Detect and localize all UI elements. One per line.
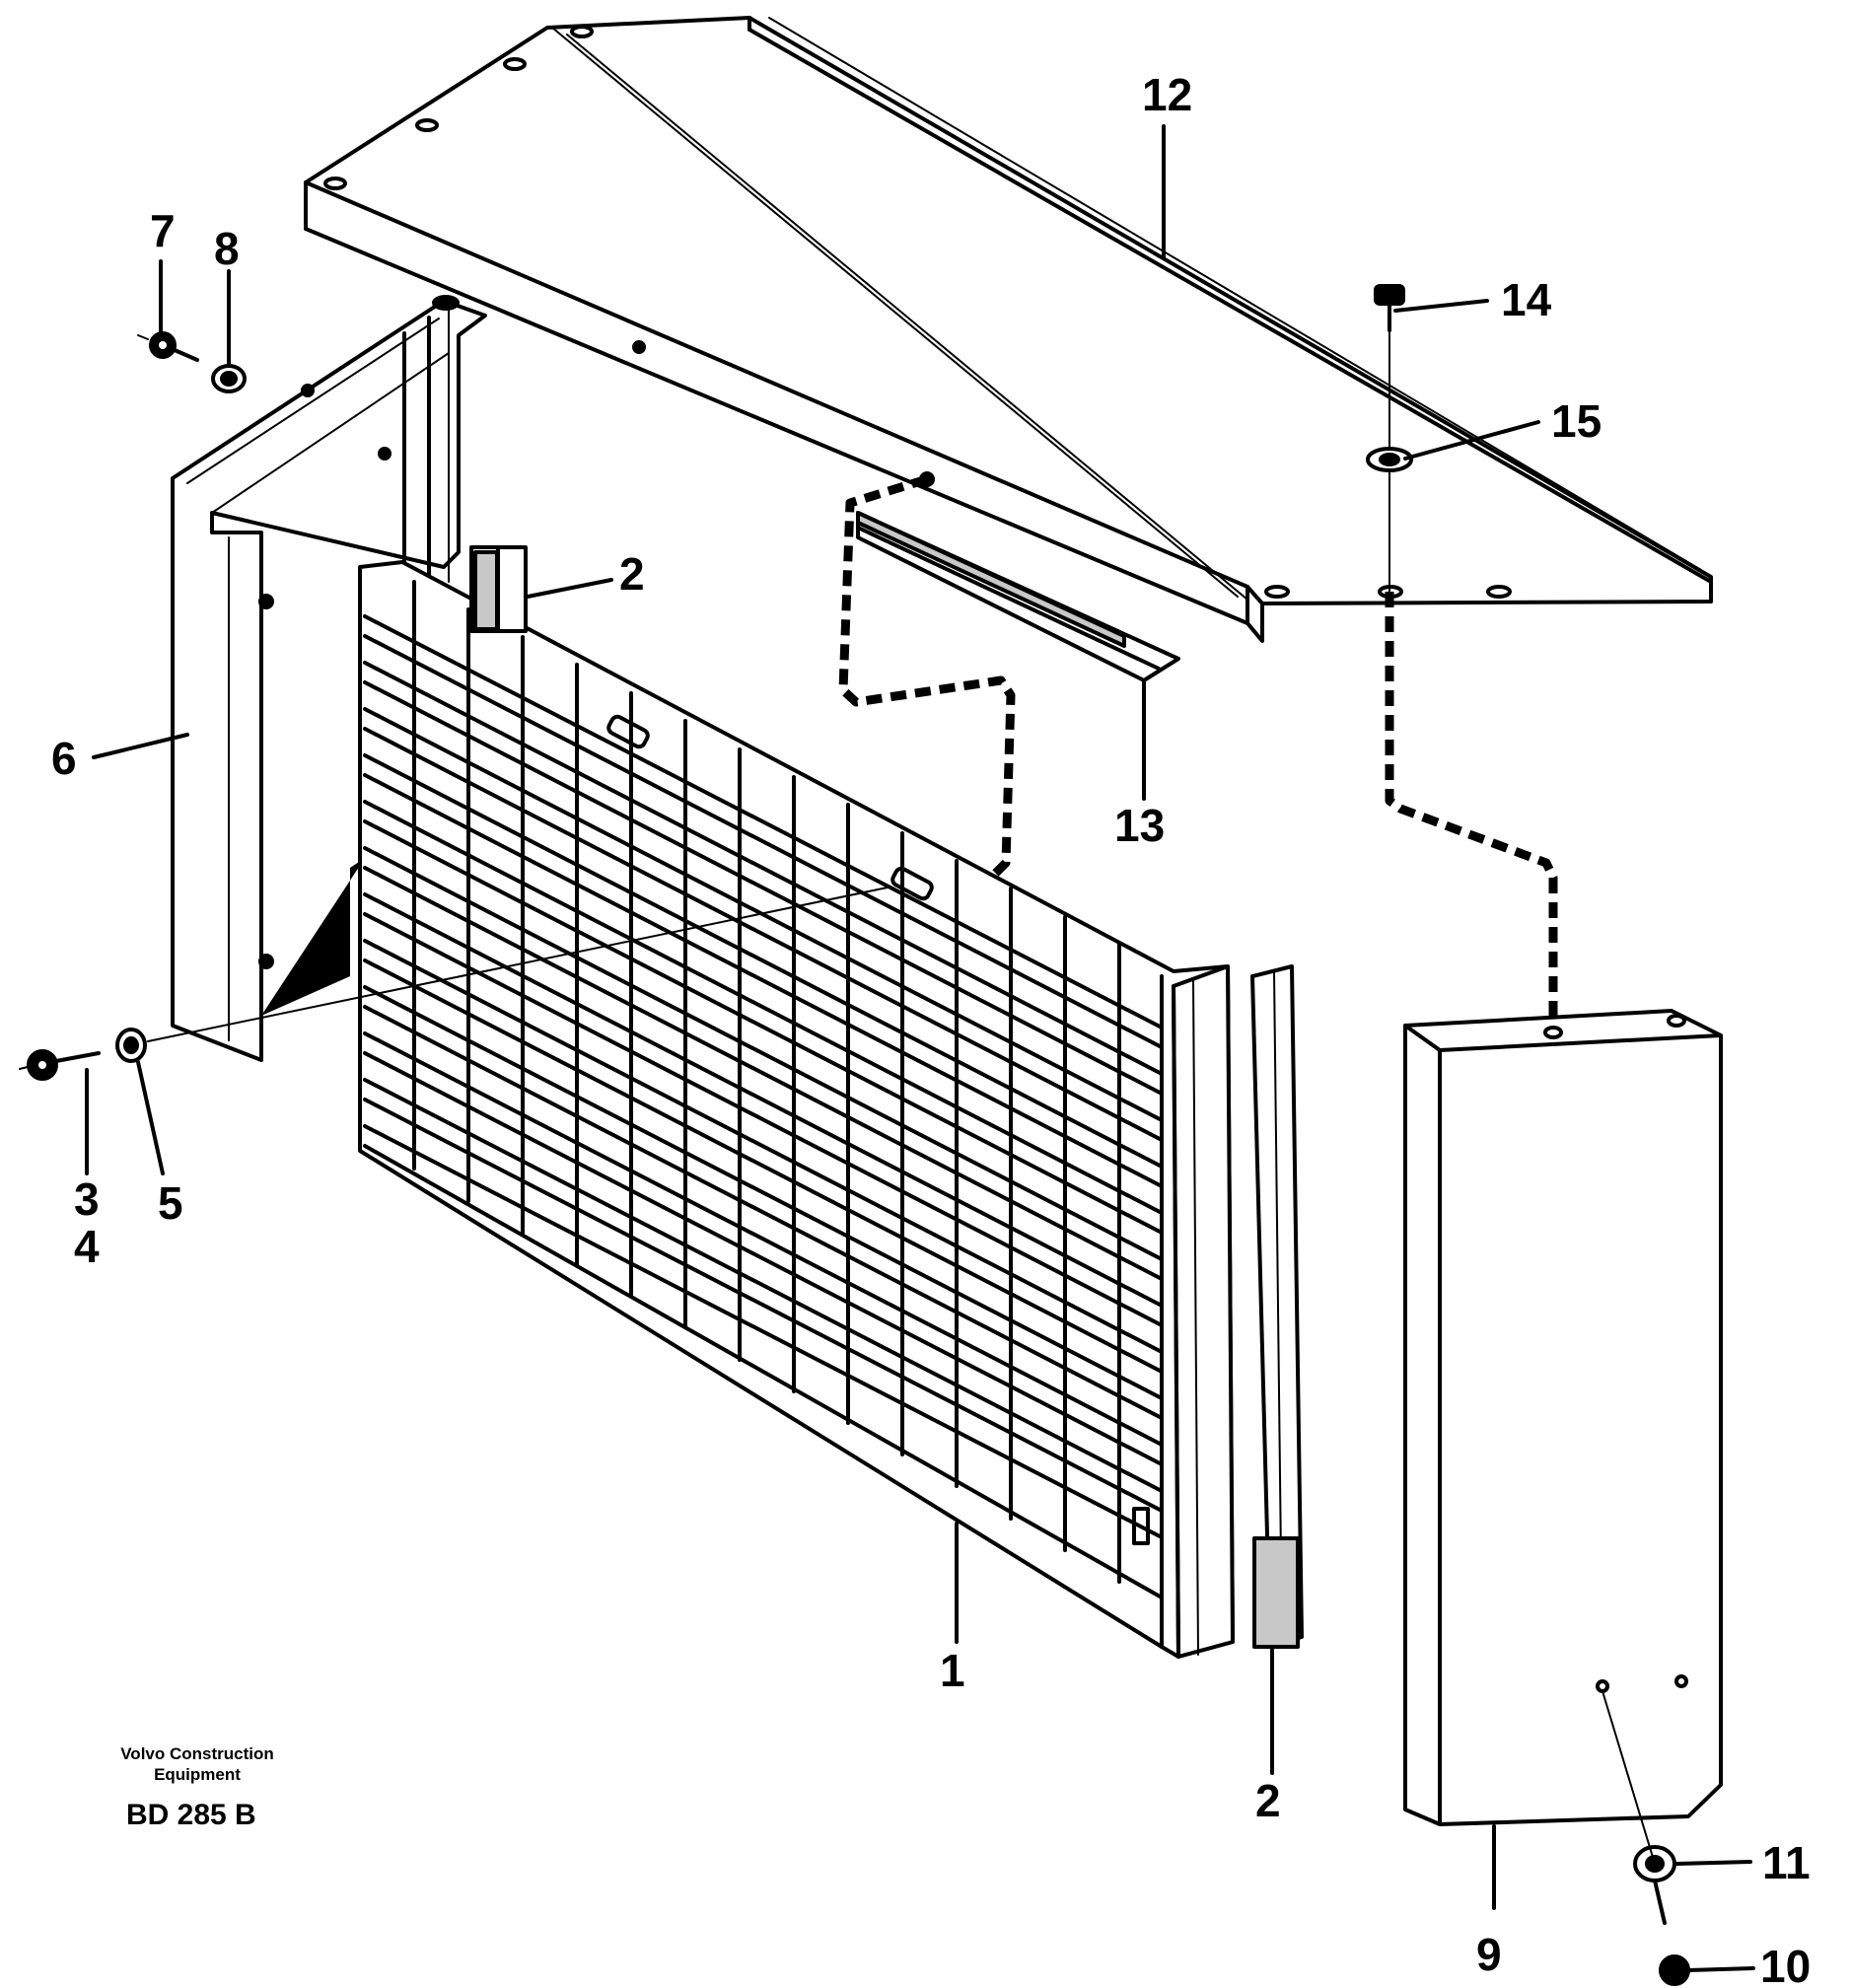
grille: [358, 560, 1235, 1659]
callout-8: 8: [214, 223, 240, 274]
side-panel: [1403, 1009, 1723, 1826]
edge-strip-upper: [469, 545, 528, 633]
leader-lines: [85, 124, 1755, 1972]
manufacturer-line-2: Equipment: [154, 1765, 241, 1784]
callout-14: 14: [1501, 274, 1552, 325]
callout-6: 6: [51, 733, 77, 784]
side-bracket: [171, 295, 487, 1062]
callout-2-lower: 2: [1255, 1775, 1281, 1826]
callout-5: 5: [158, 1177, 183, 1229]
callout-4: 4: [74, 1221, 100, 1272]
callout-1: 1: [940, 1645, 965, 1696]
drawing-code: BD 285 B: [126, 1799, 256, 1831]
drawing-footer: Volvo Construction Equipment BD 285 B: [84, 1743, 311, 1832]
top-cover-plate: [304, 16, 1713, 643]
connection-lines: [838, 474, 1558, 1021]
seal-strip-top: [856, 511, 1180, 692]
callout-13: 13: [1114, 800, 1165, 851]
callout-2-upper: 2: [619, 548, 645, 600]
callout-15: 15: [1551, 395, 1602, 447]
edge-strip-lower: [1250, 964, 1304, 1649]
callouts: 12 14 15 2 7 8 6 13 3 4 5 1 2 9 11 10: [51, 69, 1811, 1988]
callout-3: 3: [74, 1173, 100, 1225]
manufacturer-line-1: Volvo Construction: [120, 1744, 274, 1763]
callout-11: 11: [1762, 1837, 1811, 1888]
callout-12: 12: [1142, 69, 1192, 120]
callout-9: 9: [1476, 1929, 1502, 1980]
callout-10: 10: [1760, 1941, 1811, 1988]
callout-7: 7: [150, 205, 176, 256]
